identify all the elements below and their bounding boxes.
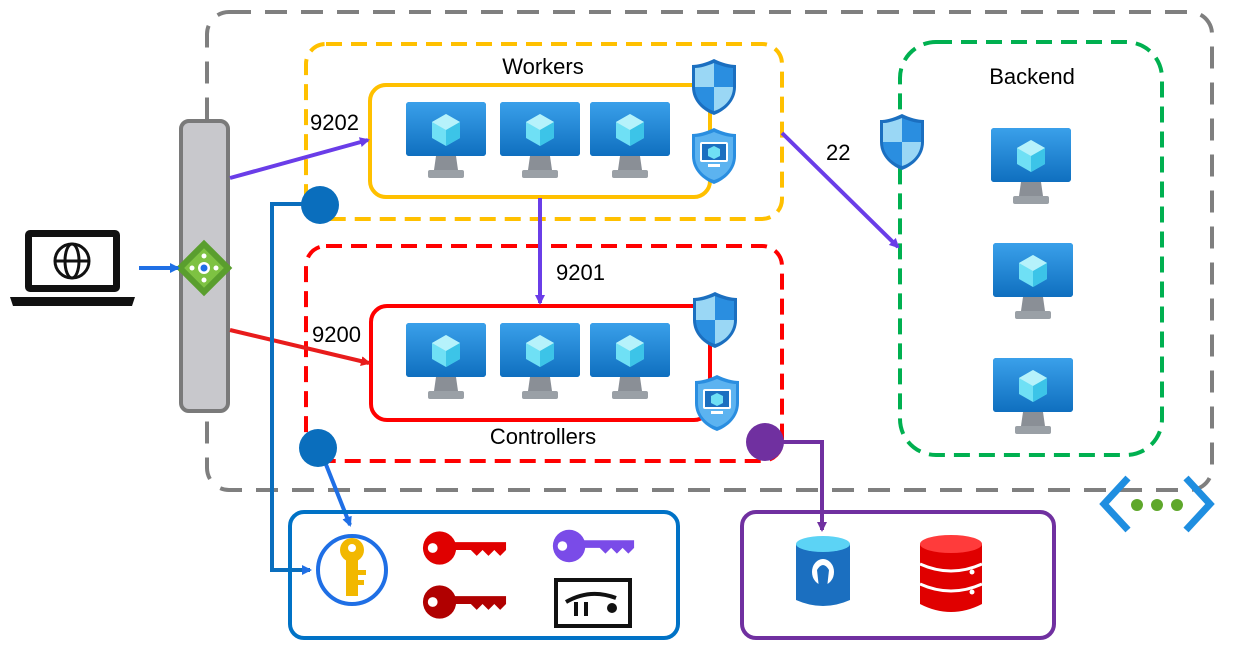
vnet-icon — [1099, 475, 1215, 533]
key-vault-icon — [316, 534, 388, 606]
key-vault-box — [288, 510, 680, 640]
controllers-db-dot — [746, 423, 784, 461]
controllers-zone — [304, 244, 784, 463]
vm-icon — [993, 243, 1073, 319]
shield-icon — [880, 114, 924, 170]
vm-icon — [991, 128, 1071, 204]
backend-zone — [898, 40, 1164, 457]
key-icon — [422, 531, 507, 565]
port-9201-label: 9201 — [556, 260, 605, 285]
nsg-icon — [695, 375, 739, 431]
nsg-icon — [692, 128, 736, 184]
gateway-to-workers-arrow — [229, 137, 370, 180]
port-9202-label: 9202 — [310, 110, 359, 135]
db-connector — [766, 440, 827, 532]
vm-icon — [406, 323, 486, 399]
database-box — [740, 510, 1056, 640]
workers-identity-dot — [301, 186, 339, 224]
workers-label: Workers — [502, 54, 584, 79]
controllers-to-keyvault-arrow — [323, 461, 352, 527]
identity-connector — [270, 202, 312, 575]
workers-to-backend-arrow — [780, 131, 900, 249]
vm-icon — [993, 358, 1073, 434]
vm-icon — [406, 102, 486, 178]
vm-icon — [590, 323, 670, 399]
database-icon — [919, 535, 983, 612]
port-9200-label: 9200 — [312, 322, 361, 347]
key-icon — [552, 529, 635, 563]
vm-icon — [500, 323, 580, 399]
vm-icon — [590, 102, 670, 178]
shield-icon — [693, 292, 737, 348]
postgres-icon — [796, 536, 850, 606]
controllers-identity-dot — [299, 429, 337, 467]
controllers-label: Controllers — [490, 424, 596, 449]
backend-label: Backend — [989, 64, 1075, 89]
controllers-subnet — [369, 304, 712, 422]
gateway-to-controllers-arrow — [229, 328, 371, 367]
key-icon — [422, 585, 507, 619]
certificate-icon — [554, 578, 632, 628]
laptop-globe-icon — [10, 230, 135, 306]
vm-icon — [500, 102, 580, 178]
port-22-label: 22 — [826, 140, 850, 165]
workers-zone — [304, 42, 784, 221]
shield-icon — [692, 59, 736, 115]
